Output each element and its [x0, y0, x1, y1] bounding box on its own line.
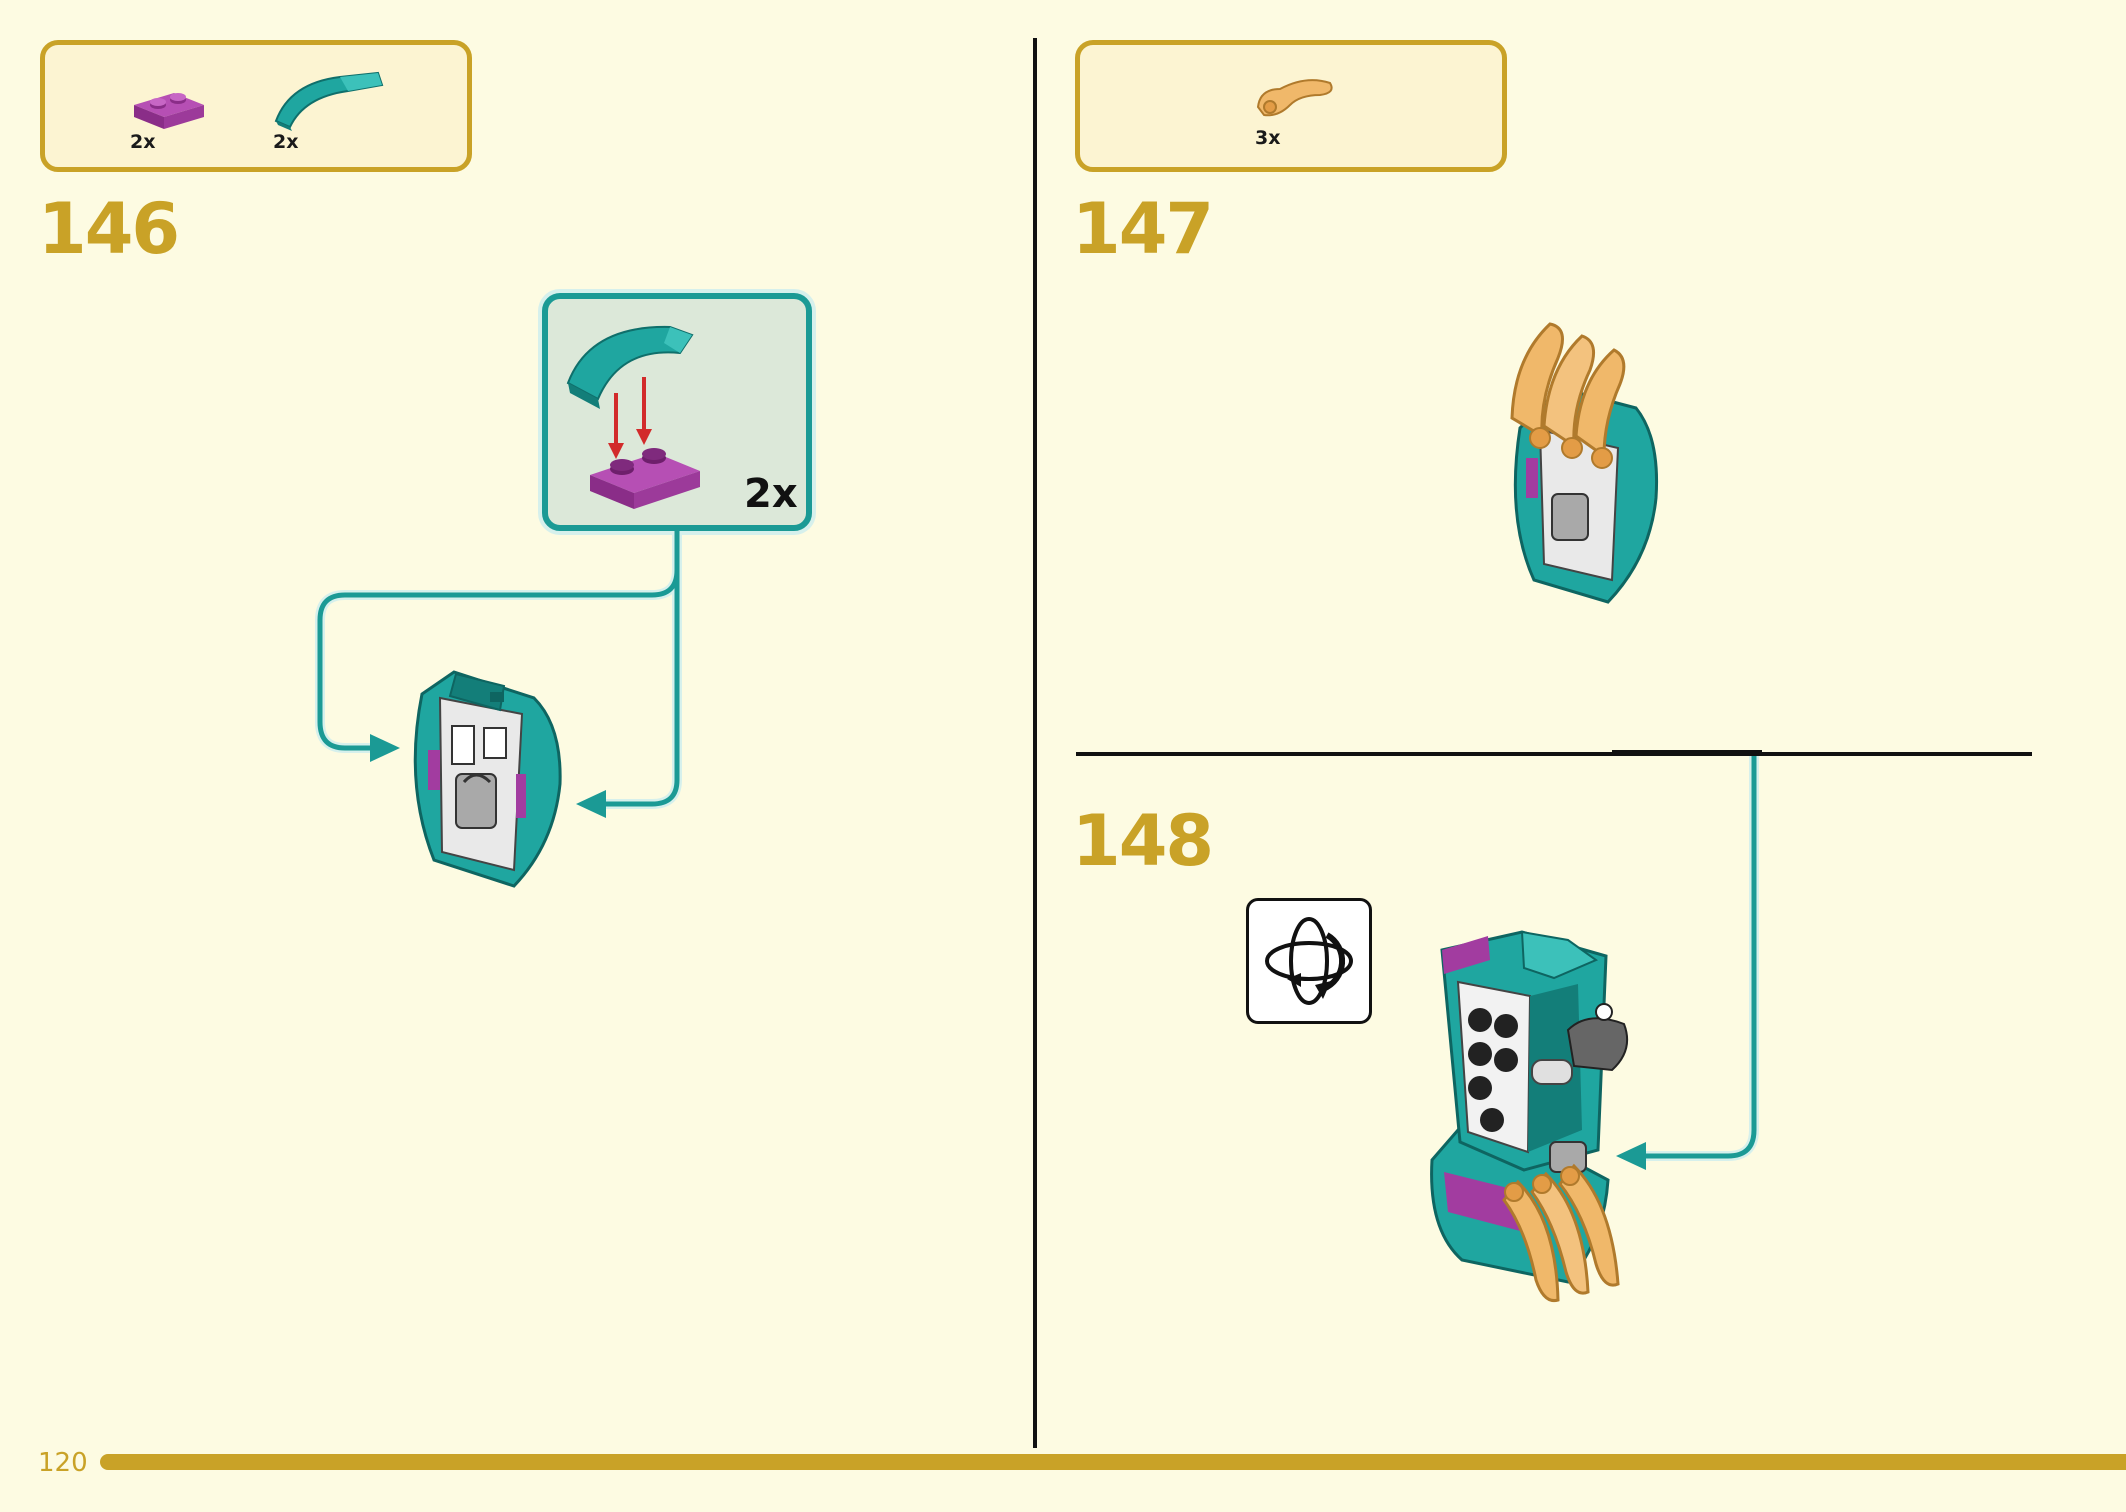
sub-assembly-callout: 2x: [542, 293, 812, 531]
tan-claw-icon: [1256, 79, 1333, 117]
step-number-147: 147: [1072, 188, 1214, 270]
parts-list-step-147: 3x: [1075, 40, 1507, 172]
step-divider-horizontal: [1076, 752, 2032, 756]
step-148-model: [1430, 930, 1628, 1303]
page-divider-vertical: [1033, 38, 1037, 1448]
callout-multiplier: 2x: [744, 471, 798, 517]
magenta-plate-icon: [134, 93, 204, 129]
step-147-model: [1510, 322, 1659, 604]
part-qty: 3x: [1255, 127, 1281, 149]
page-number: 120: [38, 1448, 88, 1478]
footer-progress-bar: [100, 1454, 2126, 1470]
sub-assembly-illustration: [566, 325, 700, 509]
teal-curved-slope-icon: [274, 71, 384, 131]
step-number-146: 146: [38, 188, 180, 270]
step-146-model: [413, 670, 562, 888]
part-qty: 2x: [130, 131, 156, 153]
part-qty: 2x: [273, 131, 299, 153]
rotate-model-icon: [1246, 898, 1372, 1024]
parts-list-step-146: 2x 2x: [40, 40, 472, 172]
step-number-148: 148: [1072, 800, 1214, 882]
